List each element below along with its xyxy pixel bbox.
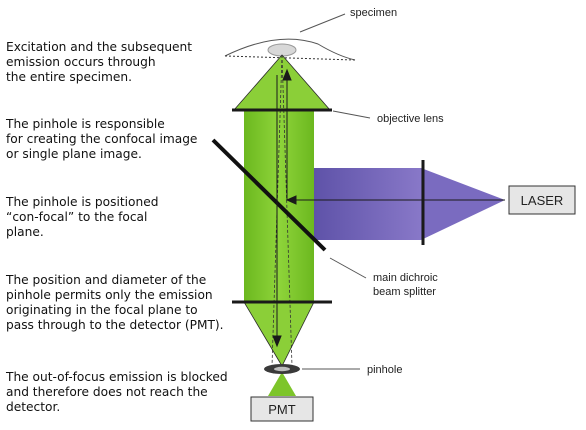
emission-cone-top (233, 54, 331, 111)
specimen (224, 38, 356, 61)
emission-to-detector (268, 372, 296, 396)
dichroic-beam-splitter (211, 138, 327, 252)
objective-lens-label: objective lens (377, 113, 444, 125)
laser-arrow-head (285, 195, 297, 205)
specimen-spot (267, 43, 297, 57)
pmt-box (250, 396, 314, 422)
pmt-label: PMT (268, 402, 296, 417)
emission-arrow-head (272, 335, 282, 348)
specimen-label: specimen (350, 7, 397, 19)
note-pinhole-position: The pinhole is positioned “con-focal” to… (6, 195, 159, 239)
note-excitation: Excitation and the subsequent emission o… (6, 40, 193, 84)
note-out-of-focus: The out-of-focus emission is blocked and… (6, 370, 228, 414)
beam-splitter-leader (329, 257, 367, 279)
beam-arrows (272, 68, 505, 348)
beam-splitter-label-1: main dichroic (373, 272, 438, 284)
laser-box (508, 185, 576, 215)
pinhole-label: pinhole (367, 364, 402, 376)
laser-label: LASER (521, 193, 564, 208)
beam-splitter-label-2: beam splitter (373, 286, 436, 298)
excitation-arrow-head (282, 68, 292, 81)
leader-lines (299, 13, 371, 370)
laser-beam (313, 168, 505, 240)
pinhole-aperture (274, 366, 290, 372)
laser-beam-body (313, 168, 421, 240)
laser-beam-cone (421, 168, 505, 240)
emission-cone-bottom (243, 301, 315, 367)
note-pinhole-diameter: The position and diameter of the pinhole… (6, 273, 224, 332)
objective-lens-leader (332, 110, 371, 119)
note-pinhole-confocal-image: The pinhole is responsible for creating … (6, 117, 198, 161)
specimen-leader (299, 13, 346, 33)
